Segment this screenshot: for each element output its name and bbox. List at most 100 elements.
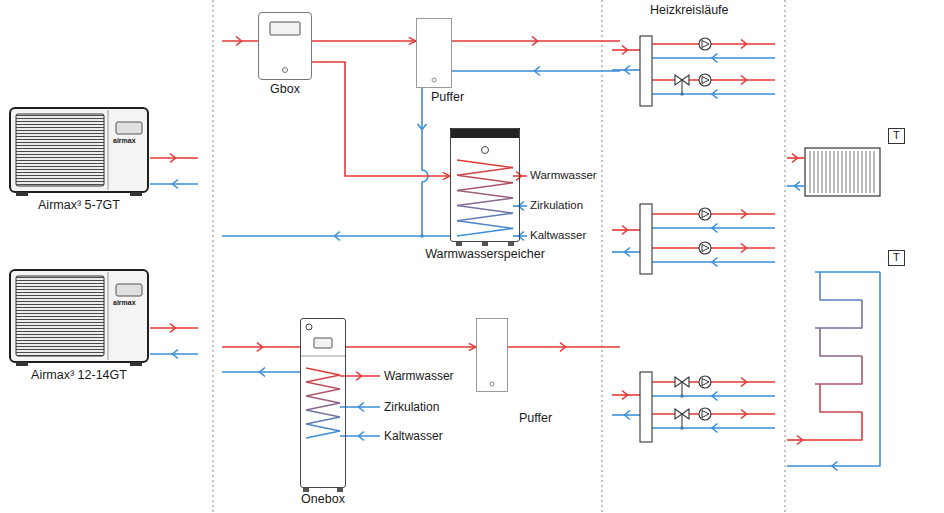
mixing-valve	[675, 377, 689, 387]
heat-exchanger-coil	[306, 431, 340, 438]
pipe-line	[652, 247, 775, 249]
manifold-bar	[640, 204, 652, 274]
mixing-valve	[675, 409, 689, 419]
flow-arrow	[712, 54, 718, 63]
component-label: Onebox	[301, 492, 345, 507]
thermostat-box: T	[888, 250, 905, 266]
buffer-tank: Puffer	[416, 18, 452, 88]
onebox-display	[314, 338, 332, 348]
pipe-junction	[420, 234, 424, 238]
heat-exchanger-coil	[457, 206, 513, 214]
component-label: Puffer	[431, 90, 464, 105]
pump-symbol	[699, 242, 711, 254]
heat-exchanger-coil	[457, 183, 513, 191]
radiator-fin	[854, 151, 855, 193]
valve-stem	[682, 414, 683, 428]
flow-arrow	[622, 391, 628, 400]
heat-exchanger-coil	[457, 168, 513, 176]
unit-foot	[130, 362, 142, 366]
flow-arrow	[797, 436, 803, 445]
pump-symbol	[699, 408, 711, 420]
pump-symbol	[699, 376, 711, 388]
tank-cap	[450, 128, 520, 138]
flow-arrow	[257, 343, 263, 352]
supply-pipe	[346, 346, 476, 348]
sensor-label: T	[889, 251, 904, 264]
manifold-bar	[640, 36, 652, 106]
floor-heating-loop	[820, 384, 862, 412]
flow-arrow	[418, 124, 427, 130]
radiator-fin	[874, 151, 875, 193]
pipe-label: Warmwasser	[530, 169, 597, 183]
heat-exchanger-coil	[457, 160, 513, 168]
pump-symbol	[702, 411, 709, 418]
pump-symbol	[699, 208, 711, 220]
radiator-fin	[826, 151, 827, 193]
pipe-line	[787, 272, 880, 466]
section-heading: Heizkreisläufe	[650, 3, 729, 18]
floor-heating-loop	[815, 300, 862, 328]
flow-arrow	[173, 350, 179, 359]
flow-arrow	[560, 343, 566, 352]
pump-symbol	[702, 211, 709, 218]
radiator-fin	[822, 151, 823, 193]
flow-arrow	[712, 224, 718, 233]
flow-arrow	[625, 411, 631, 420]
radiator-fin	[830, 151, 831, 193]
flow-arrow	[832, 462, 838, 471]
flow-arrow	[625, 66, 631, 75]
valve-stem	[682, 382, 683, 396]
floor-heating-loop	[815, 356, 862, 384]
pipe-label: Zirkulation	[530, 199, 583, 213]
brand-logo: airmax	[113, 137, 136, 145]
flow-arrow	[712, 90, 718, 99]
indoor-unit: Onebox	[300, 318, 346, 488]
pump-symbol	[702, 379, 709, 386]
section-divider	[602, 0, 603, 513]
flow-arrow	[625, 248, 631, 257]
heat-exchanger-coil	[457, 213, 513, 221]
puffer-logo	[432, 78, 436, 82]
pump-symbol	[699, 208, 711, 220]
supply-pipe	[312, 40, 416, 42]
flow-arrow	[516, 172, 522, 181]
heat-exchanger-coil	[306, 389, 340, 396]
pipe-label: Zirkulation	[384, 400, 439, 414]
mixing-valve	[675, 75, 689, 85]
heat-exchanger-coil	[306, 410, 340, 417]
flow-arrow	[792, 154, 798, 163]
buffer-tank: Puffer	[476, 318, 508, 392]
floor-heating-loop	[820, 272, 862, 300]
radiator-fin	[818, 151, 819, 193]
pump-symbol	[699, 376, 711, 388]
radiator-fin	[858, 151, 859, 193]
supply-pipe	[312, 62, 450, 176]
onebox-seam	[300, 356, 346, 357]
gbox-body	[258, 12, 312, 80]
component-label: Airmax³ 12-14GT	[31, 368, 127, 383]
flow-arrow	[173, 180, 179, 189]
heat-exchanger-coil	[457, 190, 513, 198]
heat-exchanger-coil	[306, 417, 340, 424]
heat-exchanger-coil	[457, 175, 513, 183]
pump-symbol	[699, 408, 711, 420]
hot-water-tank: Warmwasserspeicher	[450, 128, 520, 242]
radiator-fin	[846, 151, 847, 193]
flow-arrow	[712, 424, 718, 433]
radiator-fin	[842, 151, 843, 193]
heat-exchanger-coil	[306, 403, 340, 410]
pump-symbol	[699, 242, 711, 254]
brand-plate	[116, 122, 142, 134]
flow-arrow	[356, 372, 362, 381]
tank-foot	[482, 242, 488, 246]
brand-plate	[116, 284, 142, 296]
fan-grille	[16, 114, 104, 186]
flow-arrow	[359, 432, 365, 441]
radiator	[805, 148, 880, 196]
flow-arrow	[741, 40, 747, 49]
onebox-foot	[337, 488, 343, 492]
radiator-fin	[834, 151, 835, 193]
radiator-fin	[810, 151, 811, 193]
flow-arrow	[335, 232, 341, 241]
